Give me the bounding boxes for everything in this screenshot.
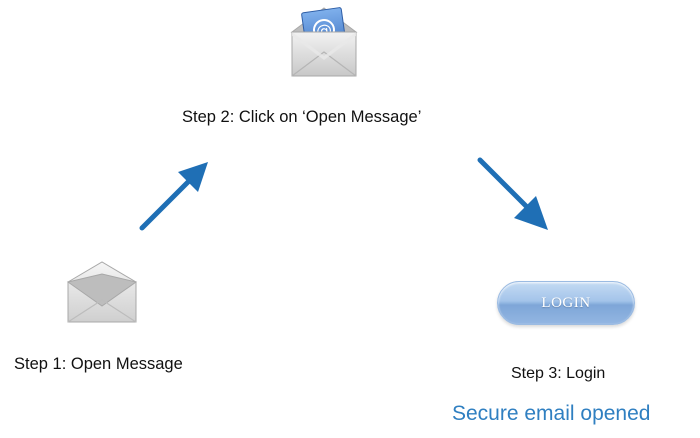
arrow-down-right-icon <box>477 157 548 230</box>
login-button[interactable]: LOGIN <box>497 281 635 325</box>
envelope-open-at-icon: @ <box>290 7 358 77</box>
step3-label: Step 3: Login <box>511 365 606 382</box>
footer-caption: Secure email opened <box>452 402 651 425</box>
step2-label: Step 2: Click on ‘Open Message’ <box>182 108 422 126</box>
step1-label: Step 1: Open Message <box>14 355 183 373</box>
login-button-label: LOGIN <box>541 294 591 311</box>
arrow-up-right-icon <box>139 162 208 231</box>
envelope-closed-icon <box>66 261 138 323</box>
